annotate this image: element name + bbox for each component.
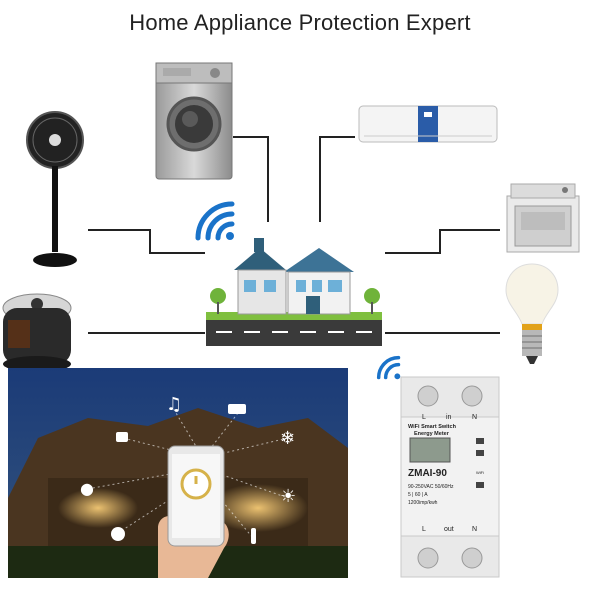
wifi-icon: [195, 201, 235, 241]
wifi-icon: [376, 355, 401, 380]
terminal-label-top-n: N: [472, 414, 478, 421]
panel-line1: WiFi Smart Switch: [408, 424, 456, 430]
light-bulb-icon: [505, 263, 559, 364]
house-icon: [206, 238, 382, 346]
music-icon: ♫: [166, 394, 182, 415]
panel-line2: Energy Meter: [414, 431, 449, 437]
terminal-label-bottom-n: N: [472, 526, 478, 533]
oven-icon: [506, 183, 580, 253]
lock-icon: [116, 432, 128, 442]
washing-machine-icon: [155, 62, 233, 180]
wifi-badge: WiFi: [476, 470, 484, 475]
smart-home-scene: ♫ ❄ ● ☀: [8, 368, 348, 578]
spec-line2: 5 | 60 | A: [408, 492, 428, 498]
sun-icon: ☀: [280, 486, 296, 507]
energy-meter: L in N WiFi Smart Switch Energy Meter ZM…: [400, 376, 500, 578]
model-label: ZMAI-90: [408, 468, 447, 479]
snowflake-icon: ❄: [280, 428, 295, 449]
spec-line1: 90-250VAC 50/60Hz: [408, 484, 454, 490]
fan-small-icon: [111, 527, 125, 541]
terminal-label-top-in: in: [446, 414, 452, 421]
spec-line3: 1200imp/kwh: [408, 500, 438, 506]
terminal-label-top-l: L: [422, 414, 426, 421]
terminal-label-bottom-l: L: [422, 526, 426, 533]
air-conditioner-icon: [358, 105, 498, 143]
water-drop-icon: ●: [80, 479, 94, 498]
camera-icon: [228, 404, 246, 414]
thermometer-icon: [251, 528, 256, 544]
rice-cooker-icon: [2, 293, 72, 372]
terminal-label-bottom-out: out: [444, 526, 454, 533]
page-title: Home Appliance Protection Expert: [129, 10, 471, 35]
fan-icon: [26, 111, 84, 267]
